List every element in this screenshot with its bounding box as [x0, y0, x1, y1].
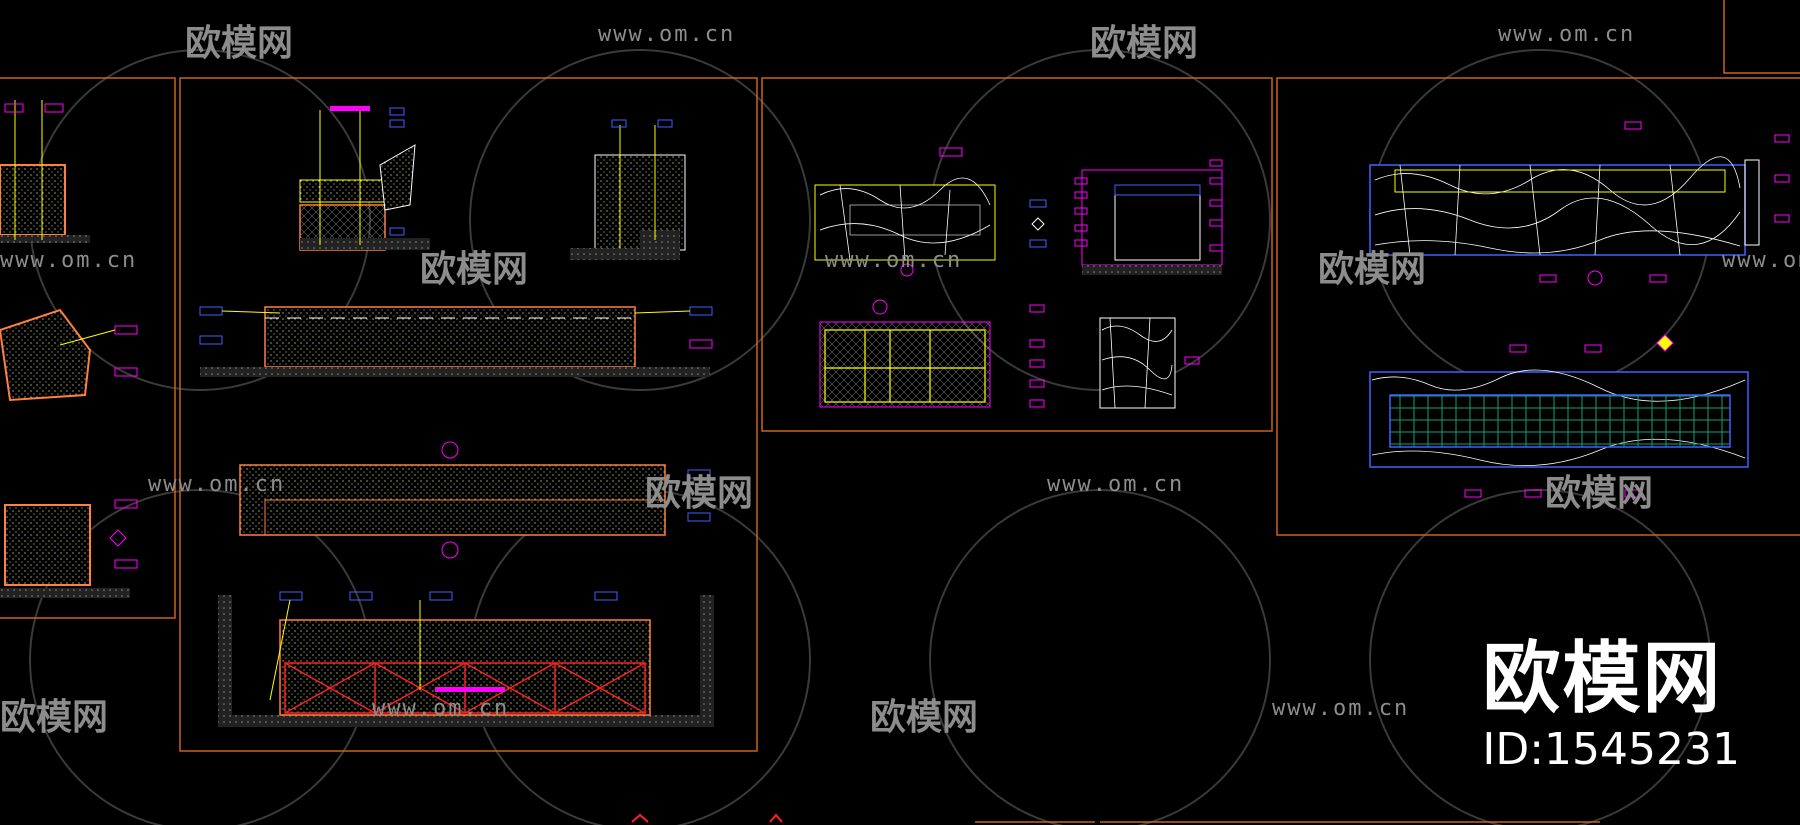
watermark-url: www.om.cn	[1272, 696, 1410, 721]
large-watermark-brand: 欧模网	[1482, 634, 1723, 724]
watermark-url: www.om.cn	[0, 248, 138, 273]
watermark-brand: 欧模网	[1318, 249, 1427, 290]
watermark-url: www.om.cn	[1047, 472, 1185, 497]
watermark-url: www.om.cn	[148, 472, 286, 497]
large-watermark-id: ID:1545231	[1482, 724, 1740, 775]
watermark-brand: 欧模网	[1545, 473, 1654, 514]
watermark-brand: 欧模网	[420, 249, 529, 290]
panel-3-details	[814, 147, 1223, 409]
watermark-url: www.om.cn	[372, 696, 510, 721]
left-panel-details	[0, 100, 138, 598]
panel-2-details	[199, 106, 714, 727]
bottom-stray-marks	[631, 813, 783, 823]
watermark-url: www.om.cn	[1722, 248, 1800, 273]
watermark-url: www.om.cn	[598, 22, 736, 47]
large-watermark: 欧模网 ID:1545231	[1482, 640, 1740, 772]
watermark-brand: 欧模网	[185, 23, 294, 64]
watermark-url: www.om.cn	[825, 248, 963, 273]
watermark-brand: 欧模网	[645, 473, 754, 514]
watermark-url: www.om.cn	[1498, 22, 1636, 47]
watermark-brand: 欧模网	[870, 697, 979, 738]
watermark-brand: 欧模网	[1090, 23, 1199, 64]
watermark-brand: 欧模网	[0, 697, 109, 738]
panel-4-details	[1369, 121, 1790, 498]
